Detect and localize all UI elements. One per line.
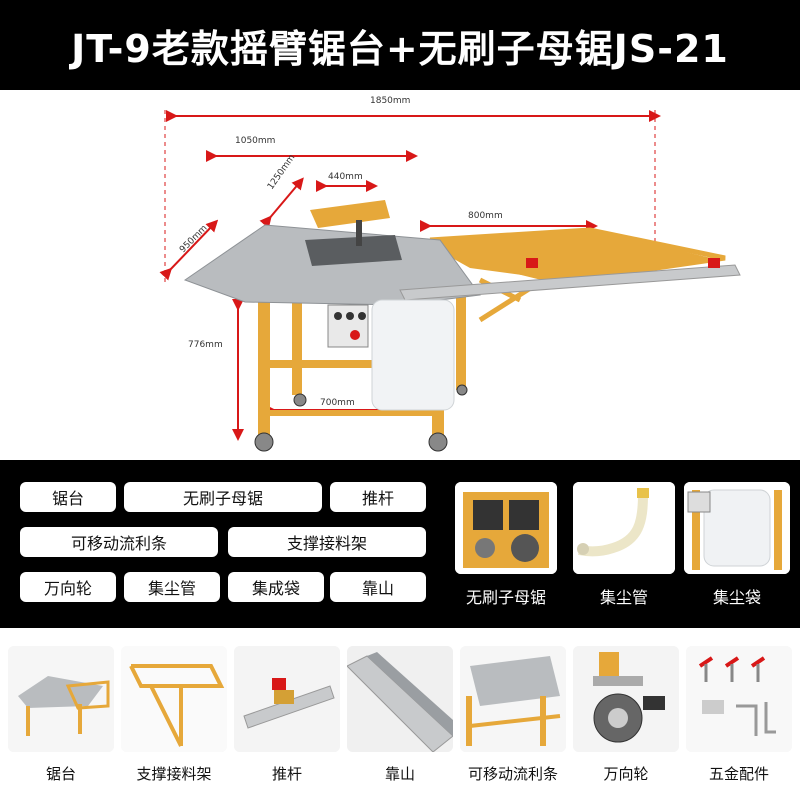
feature-pill-support-rack: 支撑接料架 [228, 527, 426, 557]
dim-700: 700mm [320, 398, 355, 408]
features-section: 锯台 无刷子母锯 推杆 可移动流利条 支撑接料架 万向轮 集尘管 集成袋 靠山 [0, 460, 800, 620]
gallery-label-fence: 靠山 [384, 765, 415, 783]
gallery-label-saw-table: 锯台 [45, 765, 76, 783]
gallery-label-push-rod: 推杆 [271, 765, 302, 783]
gallery-label-caster: 万向轮 [603, 765, 649, 783]
feature-pill-brushless-saw: 无刷子母锯 [124, 482, 322, 512]
hero-product-image: 1850mm 1050mm 440mm 1250mm 950mm 800mm 7… [0, 90, 800, 460]
gallery-image-hardware [686, 646, 792, 752]
feature-pill-saw-table: 锯台 [20, 482, 116, 512]
feature-pill-fence: 靠山 [330, 572, 426, 602]
gallery-image-caster [573, 646, 679, 752]
page-title: JT-9老款摇臂锯台+无刷子母锯JS-21 [71, 26, 729, 71]
thumb-dust-bag [684, 482, 790, 574]
gallery-image-saw-table [8, 646, 114, 752]
dim-1850: 1850mm [370, 96, 411, 106]
thumb-dust-pipe [573, 482, 675, 574]
title-bar: JT-9老款摇臂锯台+无刷子母锯JS-21 [0, 0, 800, 90]
riving-knife [356, 220, 362, 246]
feature-pill-dust-pipe: 集尘管 [124, 572, 220, 602]
dust-pipe-image [573, 482, 675, 574]
brushless-saw-image [455, 482, 557, 574]
dim-776: 776mm [188, 340, 223, 350]
dim-1050: 1050mm [235, 136, 276, 146]
caster-wheels [254, 384, 468, 452]
feature-pill-roller-bar: 可移动流利条 [20, 527, 218, 557]
control-box [327, 304, 369, 348]
dim-440: 440mm [328, 172, 363, 182]
feature-pill-push-rod: 推杆 [330, 482, 426, 512]
saw-table-top [183, 224, 481, 306]
gallery-label-roller-bar: 可移动流利条 [467, 765, 558, 783]
gallery-image-support-rack [121, 646, 227, 752]
dust-bag-image [684, 482, 790, 574]
accessory-gallery: 锯台 支撑接料架 推杆 靠山 可移动流利条 万向轮 五金配件 [0, 628, 800, 800]
dust-bag [371, 299, 455, 411]
thumb-label-dust-pipe: 集尘管 [599, 588, 648, 607]
gallery-label-support-rack: 支撑接料架 [136, 765, 212, 783]
feature-pill-caster: 万向轮 [20, 572, 116, 602]
blade-insert [305, 235, 402, 266]
gallery-image-push-rod [234, 646, 340, 752]
dim-800: 800mm [468, 211, 503, 221]
thumb-label-dust-bag: 集尘袋 [712, 588, 761, 607]
feature-pill-dust-bag: 集成袋 [228, 572, 324, 602]
gallery-image-roller-bar [460, 646, 566, 752]
gallery-image-fence [347, 646, 453, 752]
thumb-brushless-saw [455, 482, 557, 574]
thumb-label-brushless-saw: 无刷子母锯 [465, 588, 546, 607]
sliding-rail [399, 264, 741, 301]
gallery-label-hardware: 五金配件 [708, 765, 769, 783]
saw-table-illustration [159, 110, 741, 452]
